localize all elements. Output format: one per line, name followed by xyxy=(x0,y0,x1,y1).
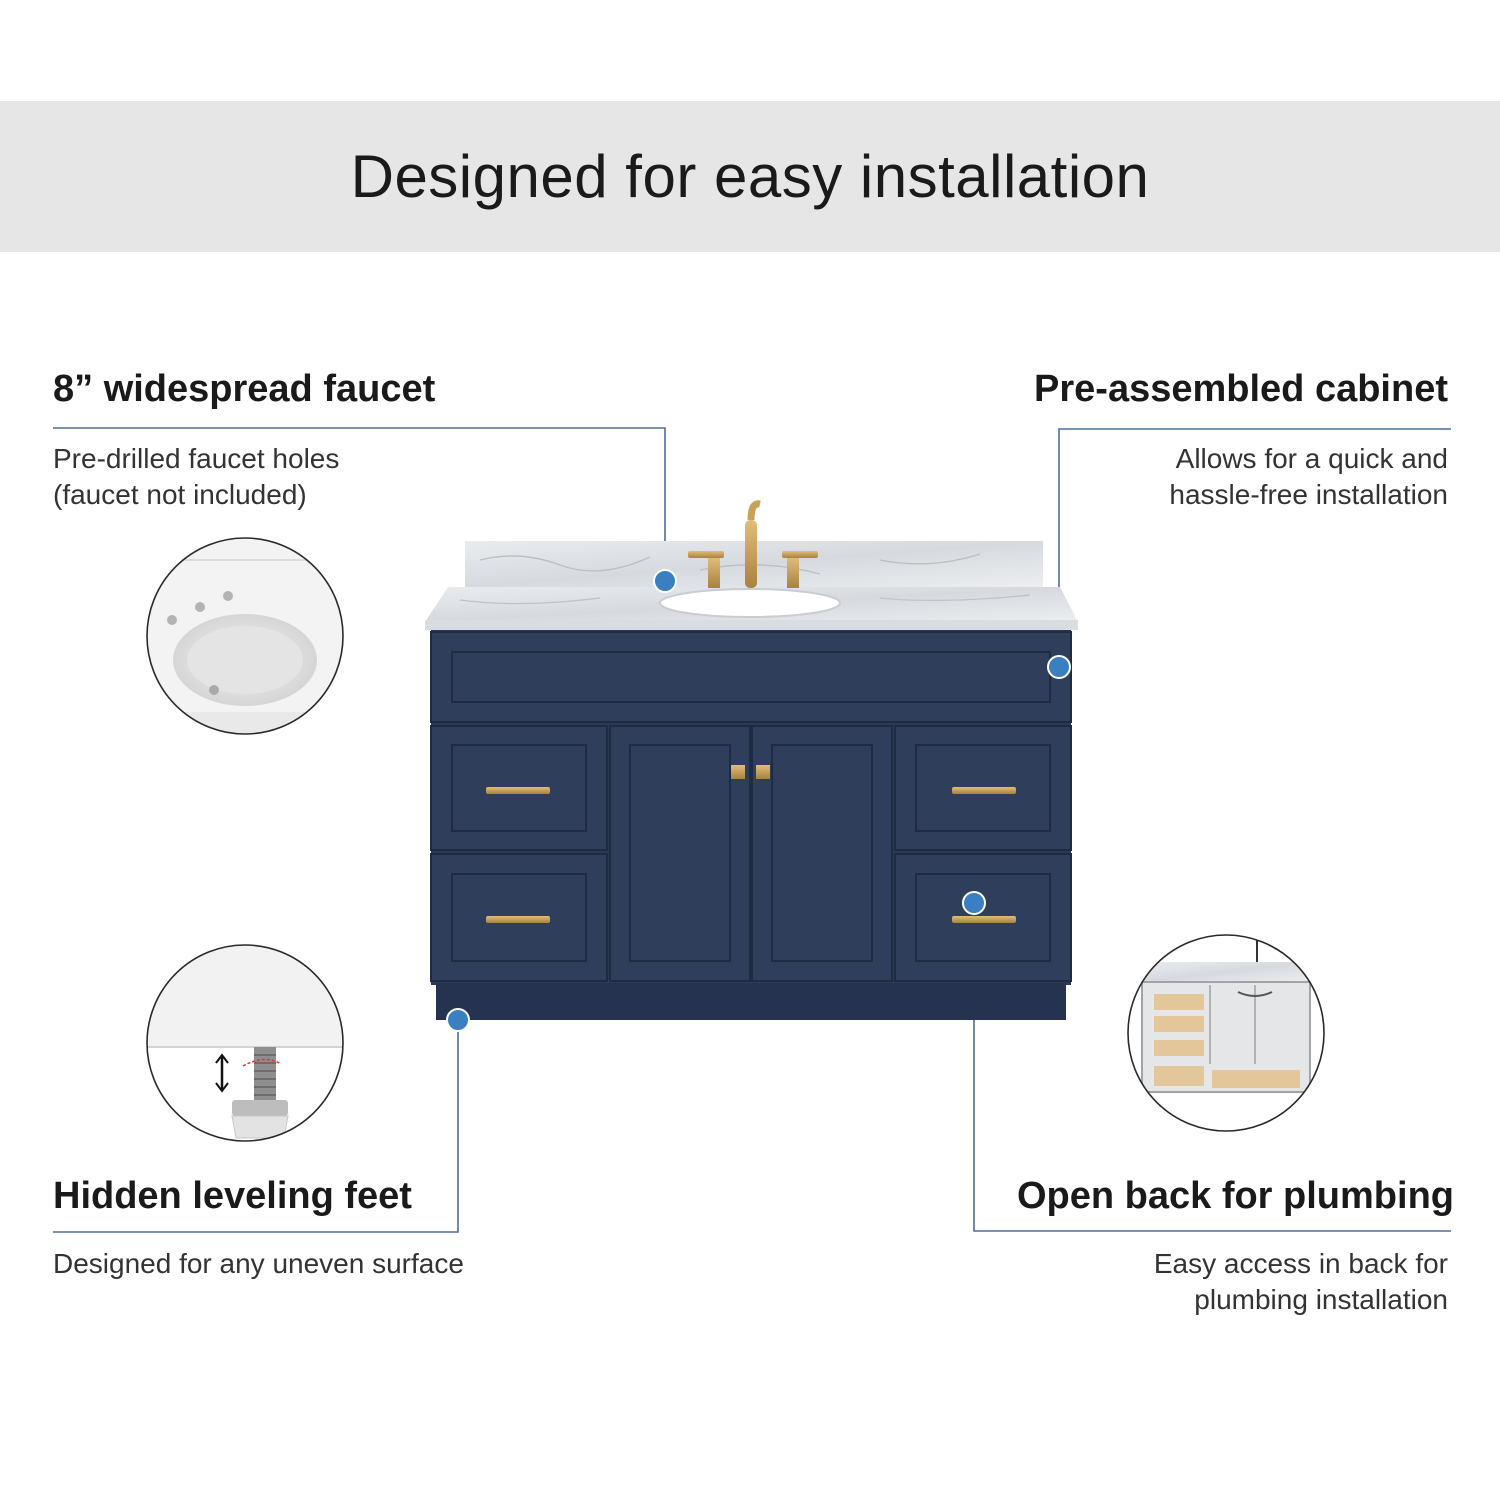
faucet-callout-dot xyxy=(653,569,677,593)
vanity-cabinet xyxy=(425,500,1078,1020)
undermount-sink xyxy=(659,588,841,618)
faucet-leader-line xyxy=(53,427,666,581)
feet-feature-title: Hidden leveling feet xyxy=(53,1175,412,1217)
door-knob xyxy=(756,765,770,779)
left-door xyxy=(609,725,751,982)
feet-feature-description: Designed for any uneven surface xyxy=(53,1248,464,1279)
drawer-pull xyxy=(486,916,550,923)
open-back-detail xyxy=(1127,934,1325,1132)
feet-leader-line xyxy=(53,1020,459,1233)
drawer-pull xyxy=(952,787,1016,794)
gold-faucet xyxy=(688,500,818,588)
toe-kick xyxy=(436,983,1066,1020)
header-banner: Designed for easy installation xyxy=(0,101,1500,252)
cabinet-callout-dot xyxy=(1047,655,1071,679)
drawer-pull xyxy=(952,916,1016,923)
page-title: Designed for easy installation xyxy=(350,143,1150,210)
faucet-holes-detail xyxy=(146,537,344,735)
drawer-pull xyxy=(486,787,550,794)
callout-dots xyxy=(446,569,1071,1032)
back-feature-description: Easy access in back for plumbing install… xyxy=(1153,1248,1448,1315)
cabinet-feature-description: Allows for a quick and hassle-free insta… xyxy=(1169,443,1448,510)
feet-callout-dot xyxy=(446,1008,470,1032)
cabinet-leader-line xyxy=(1058,428,1451,667)
back-feature-title: Open back for plumbing xyxy=(1016,1175,1454,1217)
faucet-feature-title: 8” widespread faucet xyxy=(53,368,436,410)
back-callout-dot xyxy=(962,891,986,915)
faucet-feature-description: Pre-drilled faucet holes (faucet not inc… xyxy=(53,443,340,510)
right-door xyxy=(751,725,893,982)
cabinet-feature-title: Pre-assembled cabinet xyxy=(1034,368,1448,410)
door-knob xyxy=(731,765,745,779)
top-false-drawer xyxy=(430,631,1072,723)
leveling-feet-detail xyxy=(146,944,344,1142)
